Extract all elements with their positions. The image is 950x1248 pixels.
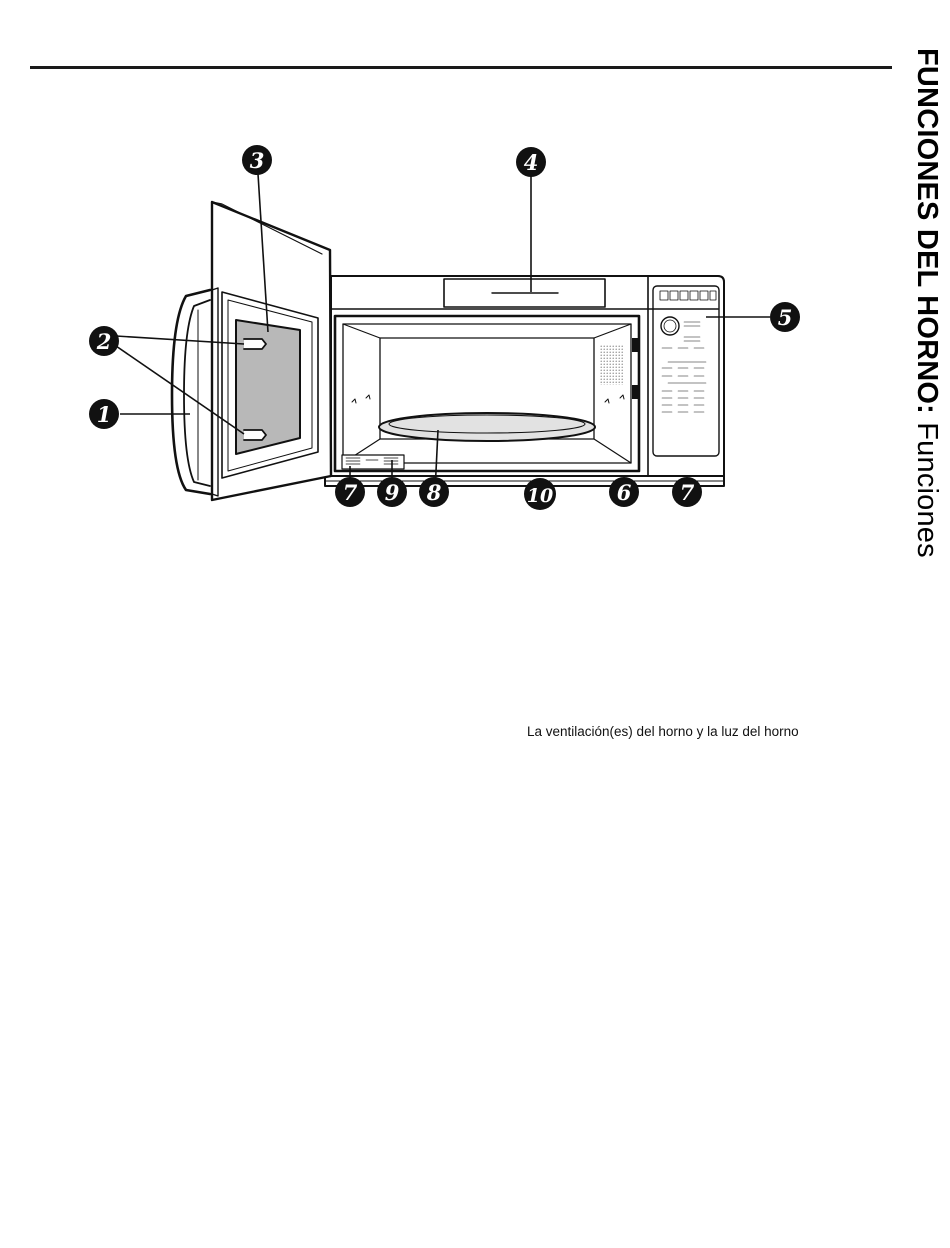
callout-10: 10 [524,478,556,510]
svg-text:4: 4 [524,150,539,175]
callout-7-left: 7 [335,477,365,507]
svg-text:2: 2 [96,329,112,354]
callout-2: 2 [89,326,119,356]
svg-text:1: 1 [97,402,112,427]
svg-text:8: 8 [426,480,442,505]
svg-text:3: 3 [250,148,265,173]
control-panel [648,276,724,476]
callout-3: 3 [242,145,272,175]
turntable [379,413,595,441]
caption: La ventilación(es) del horno y la luz de… [527,724,799,739]
callout-8: 8 [419,477,449,507]
vent-light-panel [444,279,605,307]
callout-7-right: 7 [672,477,702,507]
callout-4: 4 [516,147,546,177]
svg-text:6: 6 [617,480,632,505]
callout-6: 6 [609,477,639,507]
callout-9: 9 [377,477,407,507]
callout-1: 1 [89,399,119,429]
open-door [212,202,331,500]
svg-text:7: 7 [343,480,358,505]
svg-text:9: 9 [385,480,400,505]
label-plate [342,455,404,469]
callout-5: 5 [770,302,800,332]
svg-text:7: 7 [680,480,695,505]
svg-text:10: 10 [527,485,553,507]
oven-cavity [335,316,639,471]
svg-text:5: 5 [778,305,793,330]
